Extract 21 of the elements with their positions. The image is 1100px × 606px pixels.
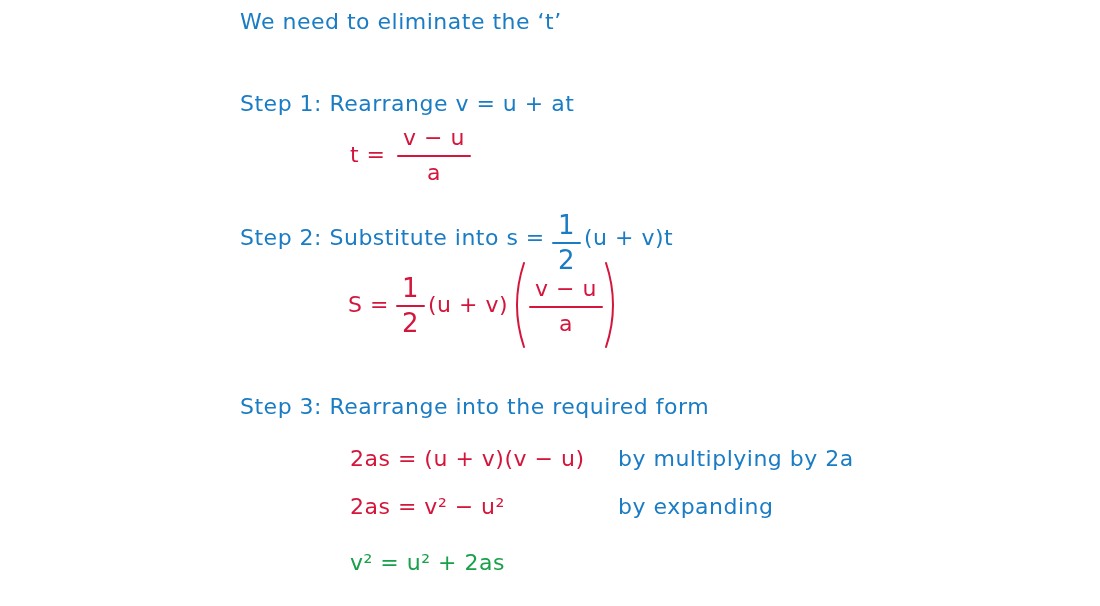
math-text: a — [427, 159, 441, 187]
math-text: v − u — [535, 275, 597, 303]
math-text: by multiplying by 2a — [618, 445, 854, 473]
math-text: S = — [348, 291, 389, 319]
math-text: 2as = v² − u² — [350, 493, 505, 521]
math-text: 2as = (u + v)(v − u) — [350, 445, 585, 473]
math-text: v² = u² + 2as — [350, 549, 505, 577]
math-text: 1 — [558, 211, 576, 239]
math-text: We need to eliminate the ‘t’ — [240, 8, 562, 36]
math-text: Step 3: Rearrange into the required form — [240, 393, 710, 421]
math-text: 2 — [402, 309, 420, 337]
math-text: v − u — [403, 124, 465, 152]
math-text: 1 — [402, 274, 420, 302]
math-text: (u + v) — [428, 291, 509, 319]
math-text: by expanding — [618, 493, 774, 521]
math-text: (u + v)t — [584, 224, 674, 252]
math-text: Step 2: Substitute into s = — [240, 224, 545, 252]
math-text: Step 1: Rearrange v = u + at — [240, 90, 575, 118]
math-text: 2 — [558, 246, 576, 274]
math-text: a — [559, 310, 573, 338]
math-text: t = — [350, 141, 386, 169]
